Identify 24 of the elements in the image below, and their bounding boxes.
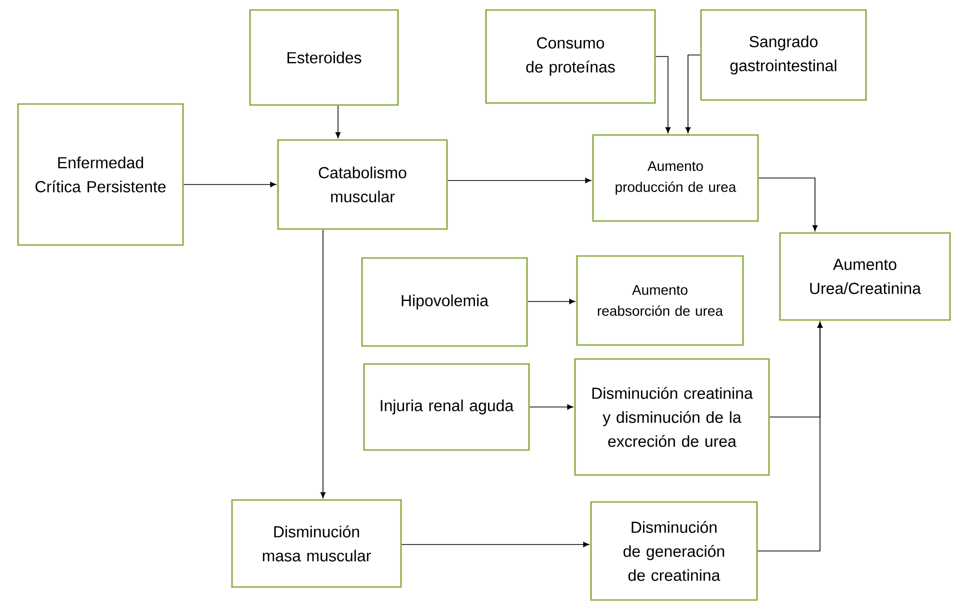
process-box: Aumento reabsorción de urea xyxy=(576,255,744,346)
process-box: Disminución masa muscular xyxy=(231,499,402,588)
arrow xyxy=(685,54,701,134)
arrow xyxy=(527,298,576,304)
process-box: Aumento Urea/Creatinina xyxy=(779,232,951,321)
process-box: Aumento producción de urea xyxy=(592,134,759,222)
arrow xyxy=(757,322,823,552)
arrow xyxy=(529,404,574,410)
process-box: Enfermedad Crítica Persistente xyxy=(17,103,184,246)
process-box: Esteroides xyxy=(249,9,399,106)
process-box: Consumo de proteínas xyxy=(485,9,656,104)
arrow xyxy=(655,56,671,134)
arrow xyxy=(758,178,818,232)
arrow xyxy=(183,182,276,188)
arrow xyxy=(335,105,341,138)
process-box: Injuria renal aguda xyxy=(363,363,530,451)
process-box: Disminución de generación de creatinina xyxy=(590,501,758,601)
arrow xyxy=(447,178,592,184)
process-box: Hipovolemia xyxy=(361,257,528,347)
process-box: Sangrado gastrointestinal xyxy=(700,9,867,101)
arrow xyxy=(401,542,590,548)
process-box: Disminución creatinina y disminución de la excreción de urea xyxy=(574,358,770,476)
arrow xyxy=(320,229,326,498)
process-box: Catabolismo muscular xyxy=(277,139,448,230)
